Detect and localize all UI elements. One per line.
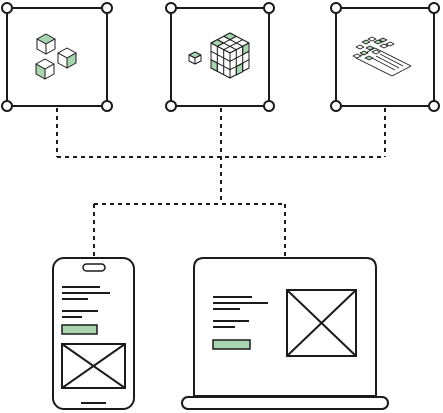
phone-text-lines (62, 286, 110, 318)
module-box-rubik (165, 2, 275, 112)
cube-grid-icon (188, 32, 250, 79)
isometric-layers-icon (352, 36, 412, 77)
small-cubes-icon (35, 33, 77, 80)
frame-handles (1, 2, 113, 112)
frame-handles (330, 2, 440, 112)
laptop-device (181, 257, 389, 410)
phone-device (52, 257, 135, 410)
phone-cta-button (61, 324, 98, 335)
frame-handles (165, 2, 275, 112)
laptop-base (181, 396, 389, 410)
module-frame (6, 7, 108, 107)
phone-image-placeholder (61, 343, 126, 389)
laptop-cta-button (212, 339, 251, 350)
module-box-layers (330, 2, 440, 112)
laptop-text-lines (213, 296, 268, 328)
phone-speaker (82, 263, 106, 272)
module-box-cubes (1, 2, 113, 112)
laptop-image-placeholder (286, 289, 357, 357)
connector-lines (56, 108, 386, 258)
